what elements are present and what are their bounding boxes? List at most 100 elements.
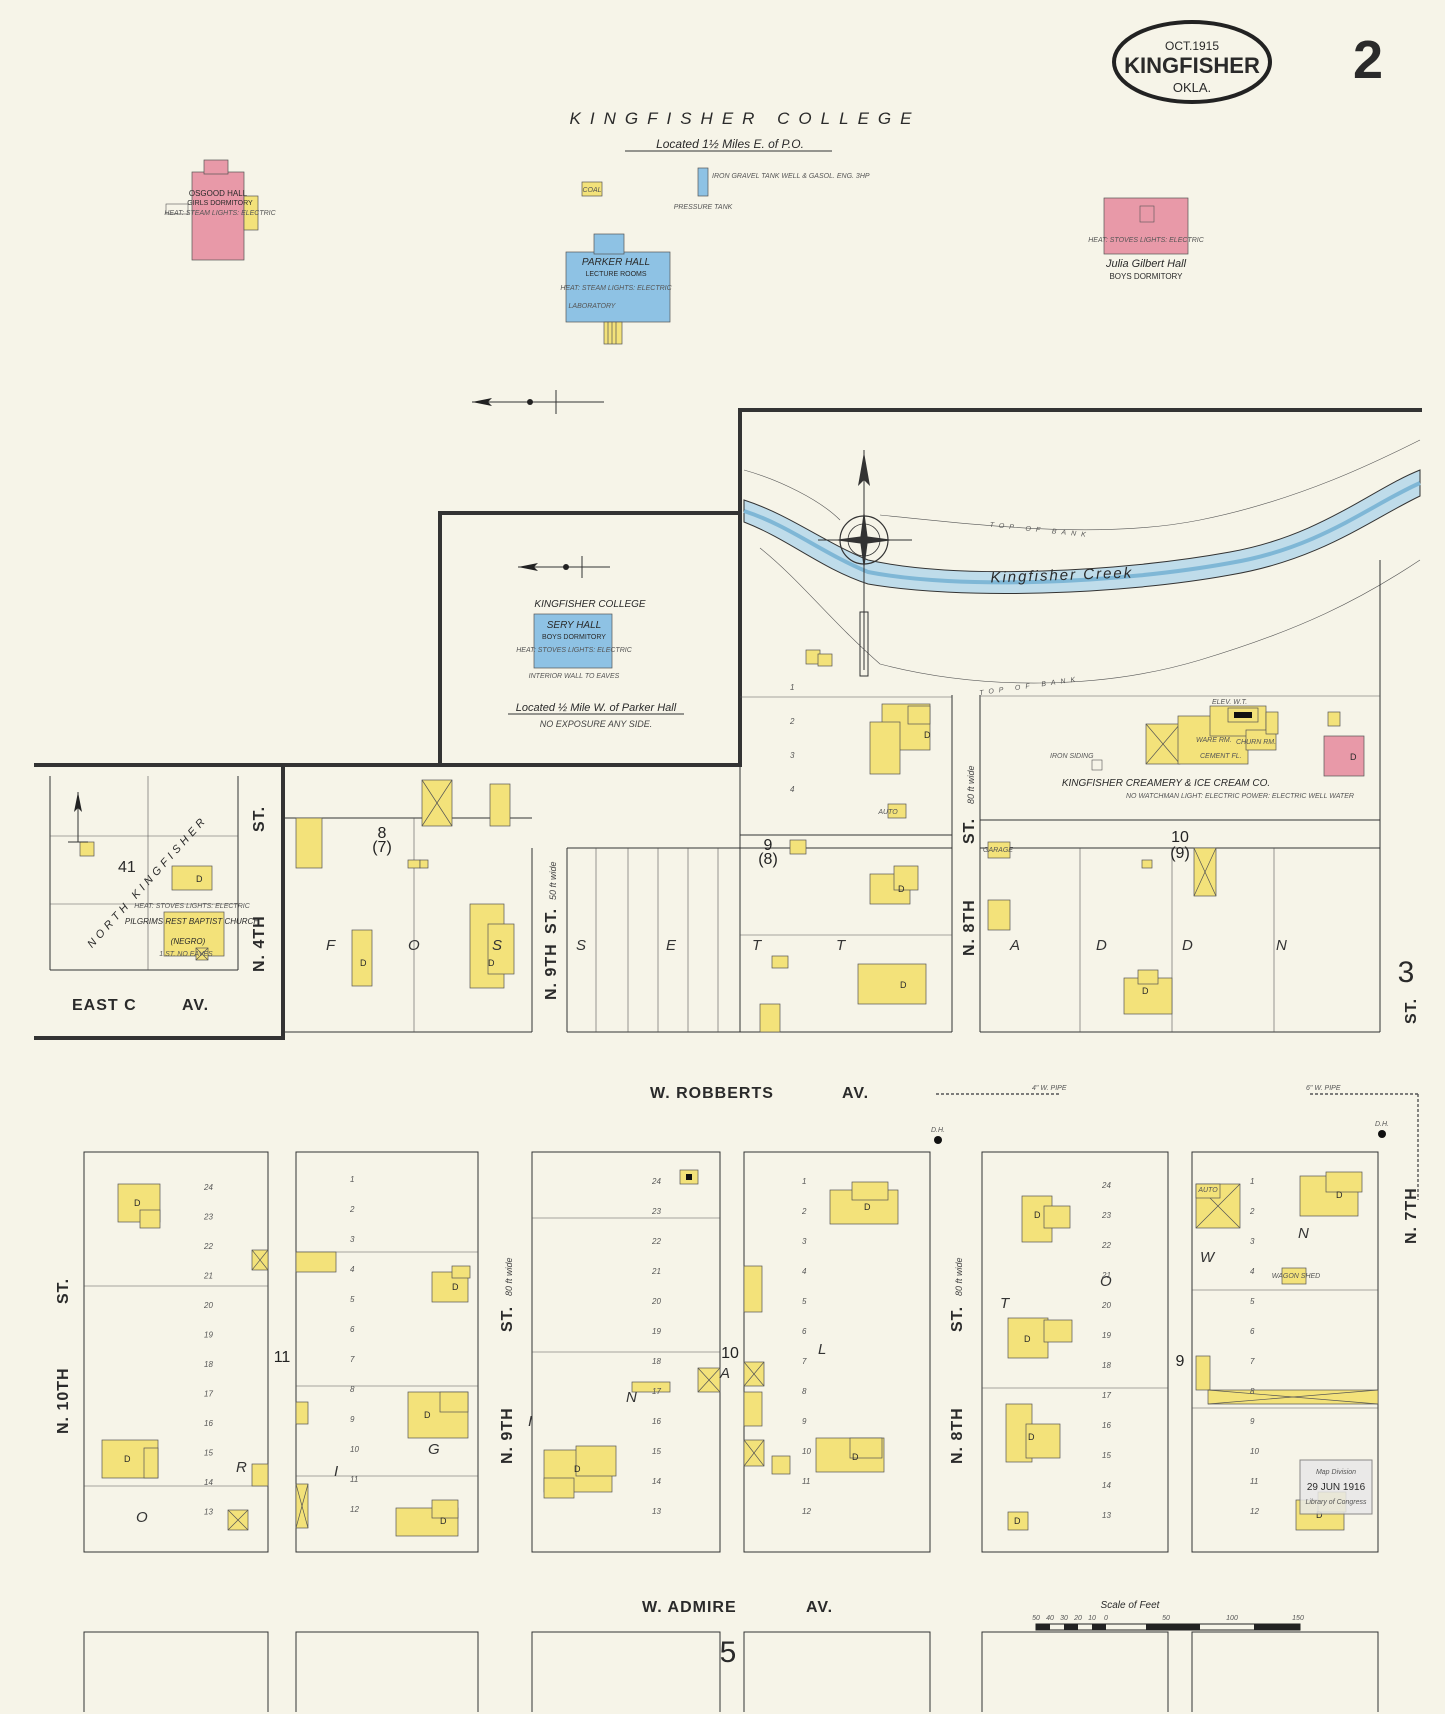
- svg-text:D: D: [1096, 937, 1107, 954]
- svg-text:D: D: [1350, 752, 1357, 762]
- street-n-10th-st: ST.: [55, 1278, 72, 1304]
- sery-wall-note: INTERIOR WALL TO EAVES: [529, 673, 620, 680]
- street-n-8th-upper: N. 8TH: [961, 899, 978, 956]
- lot-number: 1: [802, 1177, 806, 1186]
- lot-number: 8: [350, 1385, 355, 1394]
- pressure-tank: IRON GRAVEL TANK WELL & GASOL. ENG. 3HP …: [674, 167, 870, 211]
- lot-number: 2: [1249, 1207, 1255, 1216]
- svg-text:T: T: [1000, 1295, 1011, 1312]
- sery-hall: [533, 613, 613, 669]
- lot-number: 16: [204, 1419, 213, 1428]
- block-9-south: 9: [1176, 1353, 1185, 1370]
- lot-number: 5: [1250, 1297, 1255, 1306]
- lot-number: 4: [350, 1265, 355, 1274]
- julia-gilbert-hall: HEAT: STOVES LIGHTS: ELECTRIC Julia Gilb…: [1088, 197, 1205, 281]
- lot-number: 20: [203, 1301, 213, 1310]
- lot-number: 4: [790, 785, 795, 794]
- svg-text:D: D: [1336, 1190, 1343, 1200]
- lot-number: 19: [1102, 1331, 1111, 1340]
- college-title: KINGFISHER COLLEGE: [570, 109, 921, 128]
- block-10-old: (9): [1170, 845, 1190, 862]
- street-w-admire: W. ADMIRE: [642, 1599, 737, 1616]
- svg-text:D: D: [488, 958, 495, 968]
- svg-text:W: W: [1200, 1249, 1216, 1266]
- lot-number: 12: [350, 1505, 359, 1514]
- svg-text:D: D: [1024, 1334, 1031, 1344]
- creamery-label-churn: CHURN RM.: [1236, 739, 1276, 746]
- lot-number: 19: [652, 1327, 661, 1336]
- scale-title: Scale of Feet: [1101, 1600, 1161, 1611]
- street-n-8th-upper-width: 80 ft wide: [966, 765, 976, 804]
- lot-number: 4: [1250, 1267, 1255, 1276]
- lot-number: 12: [1250, 1507, 1259, 1516]
- lot-number: 11: [802, 1477, 810, 1486]
- svg-text:Library of Congress: Library of Congress: [1305, 1499, 1367, 1506]
- svg-text:D: D: [924, 730, 931, 740]
- street-n-9th-upper-width: 50 ft wide: [548, 861, 558, 900]
- lot-number: 1: [350, 1175, 354, 1184]
- svg-text:D: D: [196, 874, 203, 884]
- sery-use: BOYS DORMITORY: [542, 634, 606, 641]
- creamery-notes: NO WATCHMAN LIGHT: ELECTRIC POWER: ELECT…: [1126, 793, 1354, 800]
- creamery: [1091, 705, 1279, 771]
- buildings-lower: [101, 1169, 1379, 1537]
- parker-hall: PARKER HALL LECTURE ROOMS HEAT: STEAM LI…: [560, 233, 673, 345]
- svg-text:D: D: [574, 1464, 581, 1474]
- kingfisher-creek: [743, 439, 1421, 684]
- auto-label-lower: AUTO: [1197, 1187, 1218, 1194]
- osgood-notes: HEAT: STEAM LIGHTS: ELECTRIC: [164, 210, 276, 217]
- lot-number: 16: [1102, 1421, 1111, 1430]
- lot-number: 24: [1101, 1181, 1111, 1190]
- lot-number: 15: [204, 1449, 213, 1458]
- lot-number: 1: [790, 683, 794, 692]
- lot-numbers: 2423222120191817161514131234567891011122…: [203, 683, 1259, 1520]
- street-n-9th-upper: N. 9TH: [543, 943, 560, 1000]
- svg-text:S: S: [492, 937, 502, 954]
- svg-text:150: 150: [1292, 1615, 1304, 1622]
- svg-text:50: 50: [1162, 1615, 1170, 1622]
- lot-number: 13: [204, 1508, 213, 1517]
- sery-name: SERY HALL: [547, 620, 601, 631]
- hydrant-label: D.H.: [931, 1127, 945, 1134]
- lot-number: 14: [204, 1478, 213, 1487]
- lot-number: 23: [651, 1207, 661, 1216]
- street-n-8th-upper-st: ST.: [961, 818, 978, 844]
- block-9-old: (8): [758, 851, 778, 868]
- fosset-addition-letters: F O S S E T T S: [326, 937, 847, 954]
- creamery-label-elev: ELEV. W.T.: [1212, 699, 1247, 706]
- scale-bar: Scale of Feet 50 40 30 20 10 0 50 100 15…: [1032, 1600, 1304, 1631]
- lot-number: 22: [651, 1237, 661, 1246]
- svg-text:D: D: [900, 980, 907, 990]
- lot-number: 10: [1250, 1447, 1259, 1456]
- lot-number: 9: [350, 1415, 355, 1424]
- street-3-st: ST.: [1403, 998, 1420, 1024]
- lot-number: 19: [204, 1331, 213, 1340]
- lot-number: 3: [350, 1235, 355, 1244]
- north-arrow-icon: [472, 390, 604, 414]
- svg-text:N: N: [1276, 937, 1287, 954]
- lot-number: 3: [1250, 1237, 1255, 1246]
- lot-number: 17: [1102, 1391, 1111, 1400]
- tank-name: PRESSURE TANK: [674, 204, 733, 211]
- svg-text:D: D: [1028, 1432, 1035, 1442]
- sery-exposure: NO EXPOSURE ANY SIDE.: [540, 719, 653, 729]
- lot-number: 17: [204, 1390, 213, 1399]
- svg-text:D: D: [124, 1454, 131, 1464]
- julia-name: Julia Gilbert Hall: [1105, 258, 1187, 270]
- street-east-c: EAST C: [72, 997, 137, 1014]
- pipe-label-6: 6" W. PIPE: [1306, 1085, 1341, 1092]
- svg-text:D: D: [452, 1282, 459, 1292]
- lot-number: 24: [651, 1177, 661, 1186]
- lot-number: 18: [204, 1360, 213, 1369]
- street-n-10th: N. 10TH: [55, 1367, 72, 1434]
- pipe-label-4: 4" W. PIPE: [1032, 1085, 1067, 1092]
- osgood-name: OSGOOD HALL: [189, 189, 248, 198]
- lot-number: 15: [652, 1447, 661, 1456]
- street-n-4th-st: ST.: [251, 806, 268, 832]
- map-state: OKLA.: [1173, 80, 1211, 95]
- parker-use: LECTURE ROOMS: [585, 271, 646, 278]
- svg-text:D: D: [440, 1516, 447, 1526]
- garage-label: GARAGE: [983, 847, 1013, 854]
- lot-number: 4: [802, 1267, 807, 1276]
- parker-name: PARKER HALL: [582, 257, 650, 268]
